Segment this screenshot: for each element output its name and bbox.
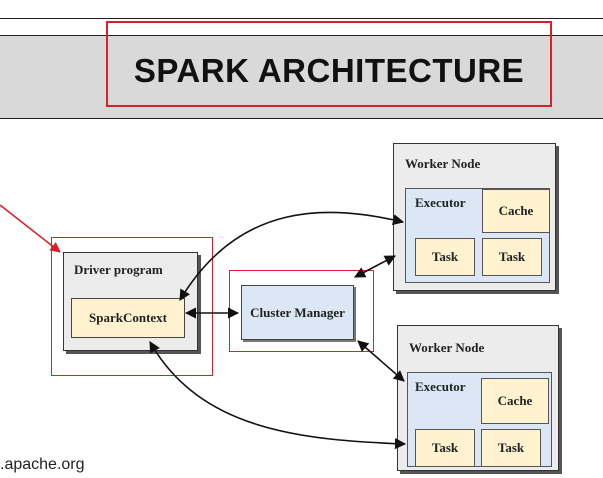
task-1a-box: Task xyxy=(415,238,475,276)
task-2a-box: Task xyxy=(415,429,475,467)
worker-node-2-label: Worker Node xyxy=(409,340,485,355)
slide-title: SPARK ARCHITECTURE xyxy=(133,52,525,89)
driver-program-label: Driver program xyxy=(74,262,163,277)
arrow-cluster-worker1 xyxy=(354,255,396,278)
arrow-driver-worker2 xyxy=(149,341,407,450)
task-2b-box: Task xyxy=(481,429,541,467)
executor-1-label: Executor xyxy=(415,195,466,210)
source-caption: .apache.org xyxy=(0,456,85,473)
executor-2-label: Executor xyxy=(415,379,466,394)
task-1b-box: Task xyxy=(482,238,542,276)
cache-2-box: Cache xyxy=(481,378,549,424)
spark-context-box: SparkContext xyxy=(71,298,185,338)
executor-1-panel: Executor Cache Task Task xyxy=(405,188,550,283)
executor-2-panel: Executor Cache Task Task xyxy=(407,372,552,467)
worker-node-1-label: Worker Node xyxy=(405,156,481,171)
top-divider xyxy=(0,0,603,19)
arrow-cluster-worker2 xyxy=(357,340,405,382)
worker-node-2: Worker Node Executor Cache Task Task xyxy=(397,325,559,471)
driver-highlight-box xyxy=(51,237,213,376)
worker-node-1: Worker Node Executor Cache Task Task xyxy=(393,143,556,291)
red-pointer-line xyxy=(0,204,61,253)
arrow-driver-worker1 xyxy=(179,211,405,301)
driver-program-node: Driver program SparkContext xyxy=(63,252,198,351)
cache-1-box: Cache xyxy=(482,189,550,233)
title-highlight-box xyxy=(106,21,552,107)
